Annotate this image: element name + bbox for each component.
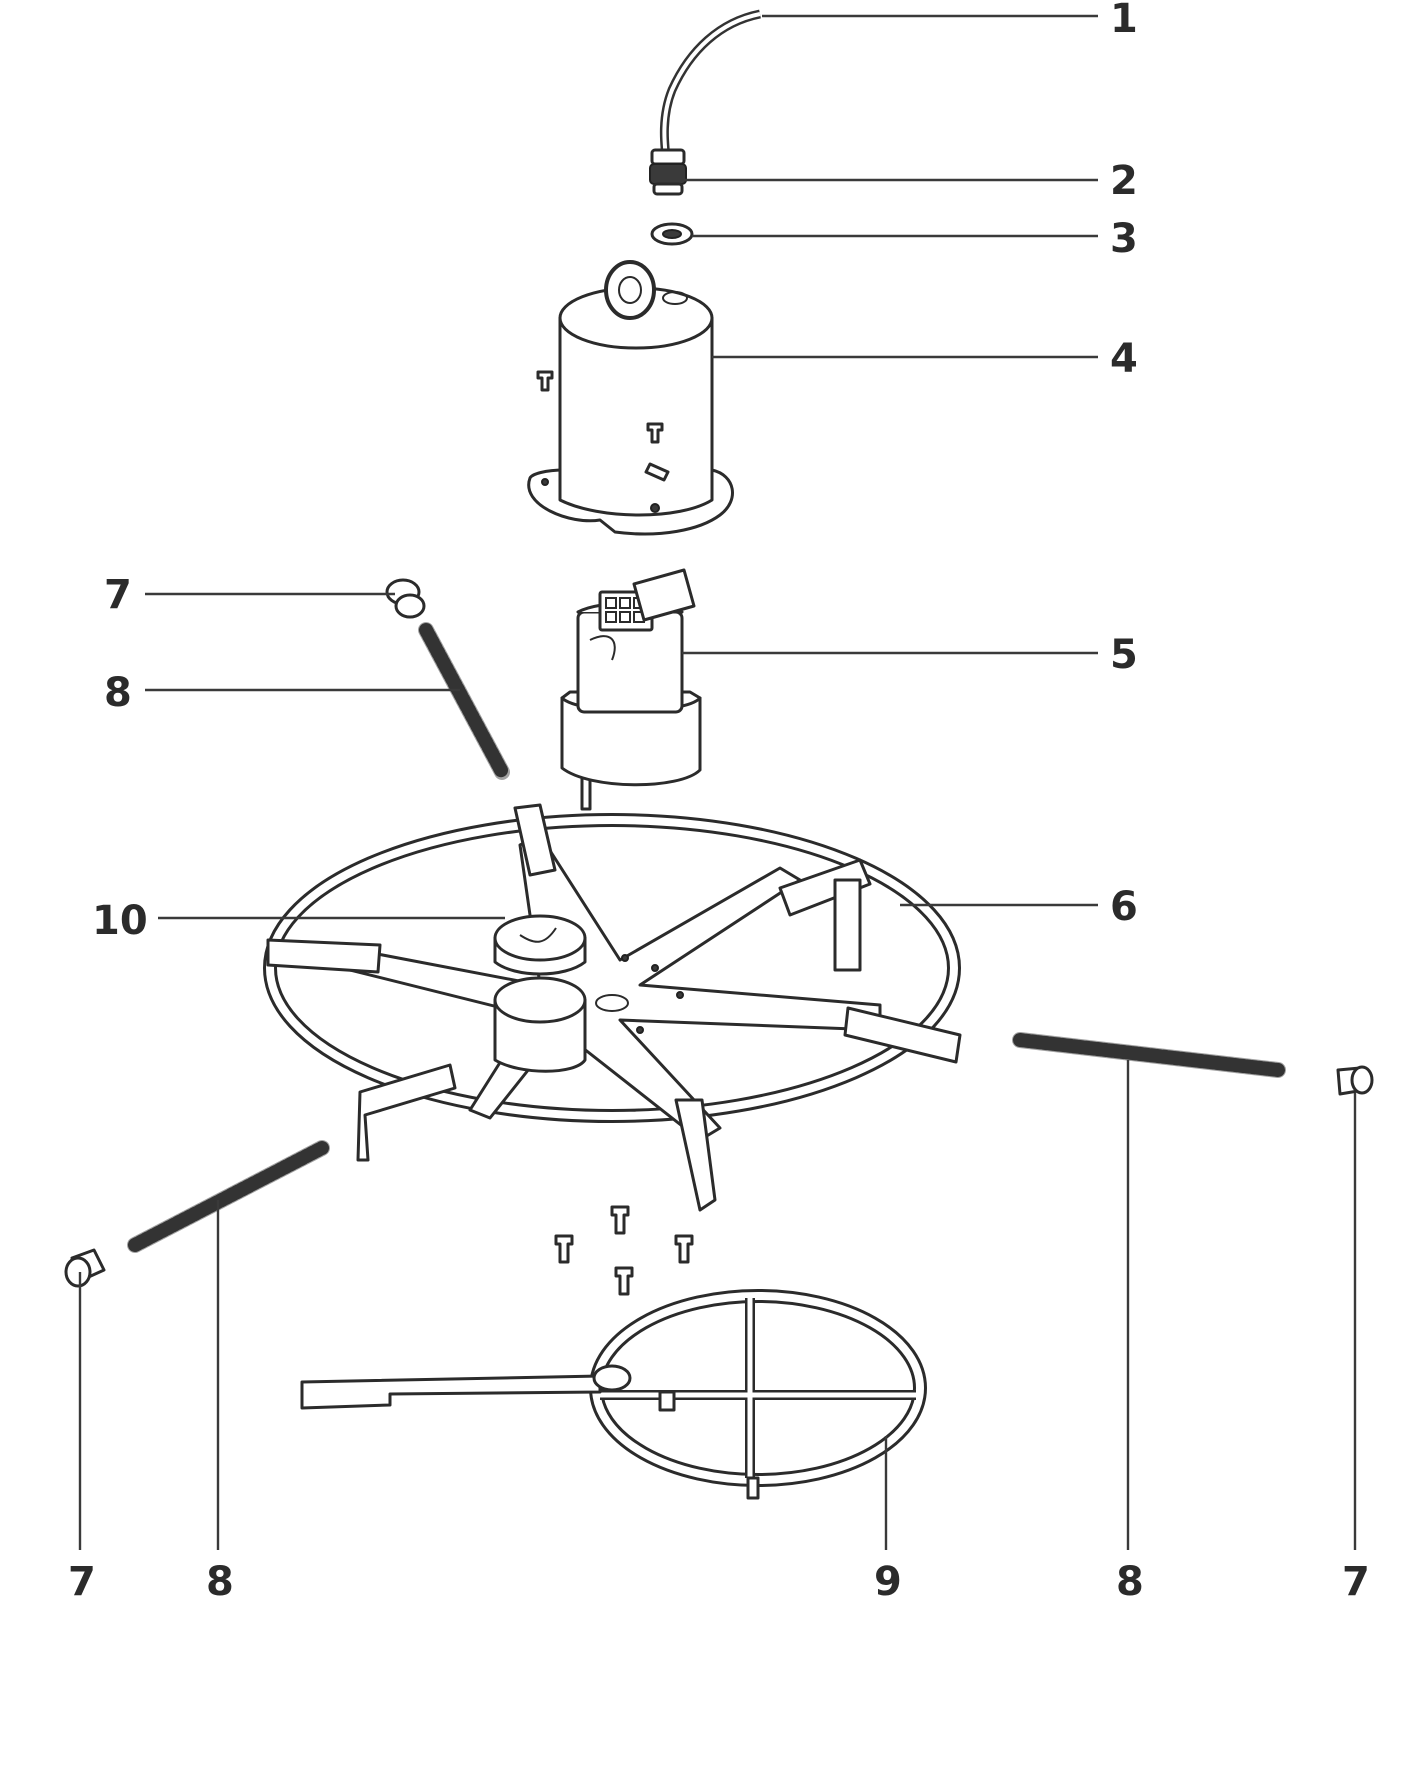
- callout-8-right: 8: [1116, 1559, 1144, 1605]
- part-end-cap-left: [64, 1248, 106, 1288]
- part-rotor-frame: [263, 803, 962, 1212]
- part-motor-housing: [527, 260, 734, 536]
- part-cable-gland: [649, 148, 687, 196]
- callout-8-upper: 8: [104, 670, 132, 716]
- part-heating-rod-right: [1012, 1032, 1286, 1078]
- leader-lines: [78, 14, 1357, 1550]
- callout-8-left: 8: [206, 1559, 234, 1605]
- callout-4: 4: [1110, 336, 1138, 382]
- callout-9: 9: [874, 1559, 902, 1605]
- callout-10: 10: [92, 898, 148, 944]
- callout-1: 1: [1110, 0, 1138, 42]
- callout-labels: 1 2 3 4 5 6 7 8 10 7 8 9 8 7: [68, 0, 1370, 1605]
- screw-set-upper: [536, 370, 664, 444]
- callout-7-right: 7: [1342, 1559, 1370, 1605]
- part-cable: [659, 9, 761, 176]
- part-base-ring: [300, 1289, 927, 1500]
- callout-3: 3: [1110, 216, 1138, 262]
- screw-set-lower: [554, 1205, 694, 1296]
- part-end-cap-right: [1336, 1065, 1374, 1096]
- callout-5: 5: [1110, 632, 1138, 678]
- part-hub: [493, 914, 587, 1073]
- callout-7-upper: 7: [104, 572, 132, 618]
- callout-2: 2: [1110, 158, 1138, 204]
- callout-7-left: 7: [68, 1559, 96, 1605]
- part-heating-rod-upper: [418, 622, 510, 780]
- part-motor: [560, 568, 702, 811]
- part-washer: [650, 222, 694, 246]
- part-heating-rod-left: [127, 1140, 330, 1253]
- part-end-cap-upper: [385, 578, 426, 619]
- callout-6: 6: [1110, 884, 1138, 930]
